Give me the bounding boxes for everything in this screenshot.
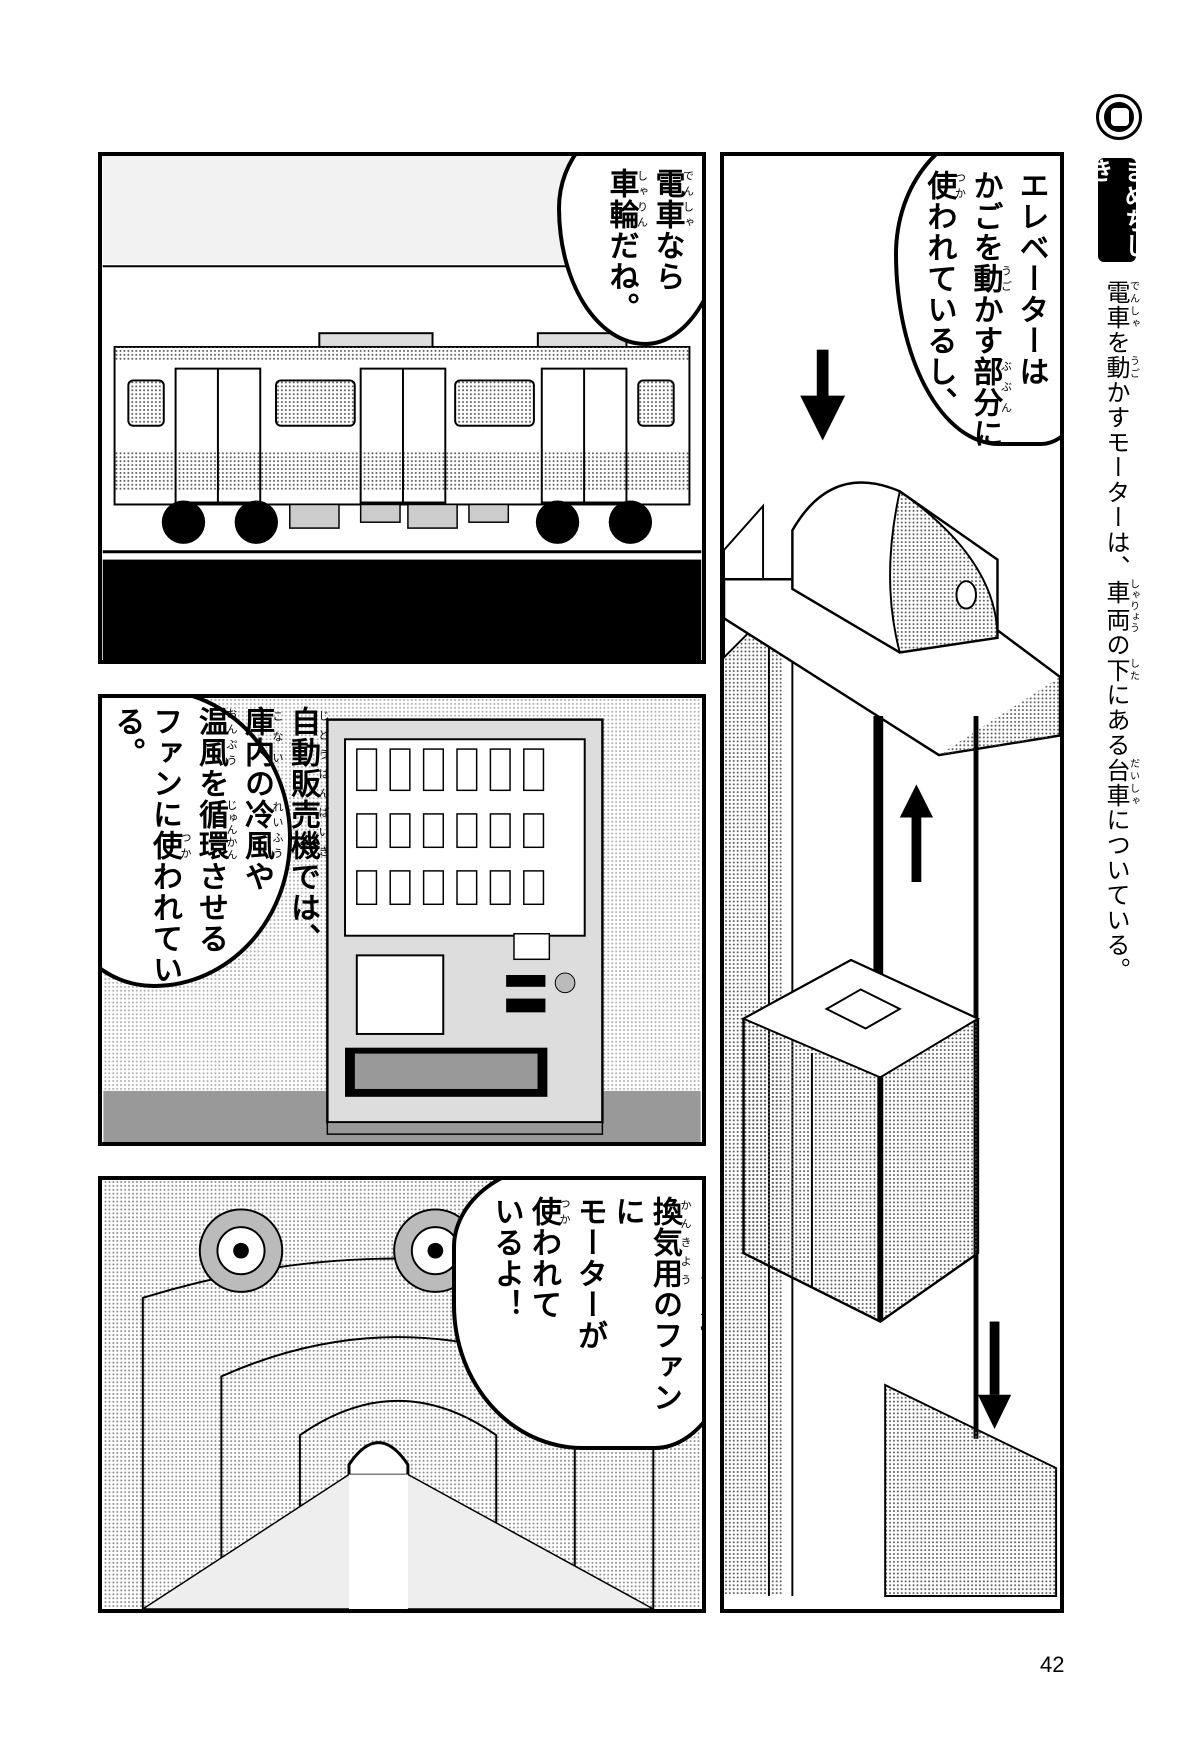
arrow-down-icon (977, 1321, 1012, 1429)
tunnel-bubble-text: トンネルでは、換気用かんきようのファンにモーターが使つかわれているよ！ (487, 1196, 706, 1426)
bubble-line: 庫内こないの冷風れいふうや (239, 706, 284, 892)
ventilation-fan-left (198, 1208, 284, 1293)
bubble-line: 温風おんぷうを循環じゅんかんさせる (193, 706, 238, 954)
bubble-line: モーターが (572, 1196, 607, 1351)
bubble-line: トンネルでは、 (693, 1196, 706, 1413)
bubble-line: ファンに使つかわれている。 (109, 706, 193, 985)
motor-icon (1096, 94, 1142, 140)
vending-bubble-text: 自動販売機じどうはんばいきでは、庫内こないの冷風れいふうや温風おんぷうを循環じゅ… (108, 706, 331, 986)
panel-elevator: エレベーターはかごを動うごかす部分ぶぶんに使つかわれているし、 (720, 152, 1064, 1613)
bubble-line: 電車でんしゃなら (649, 168, 695, 292)
speech-bubble-tunnel (452, 1180, 702, 1450)
arrow-down-icon (800, 349, 846, 441)
bubble-line: いるよ！ (488, 1196, 524, 1320)
sidebar-text: 電車でんしゃを動うごかすモーターは、車両しゃりょうの下したにある台車だいしゃにつ… (1102, 280, 1139, 983)
page-number: 42 (1040, 1652, 1065, 1677)
bubble-line: 換気用かんきようのファンに (609, 1196, 693, 1413)
bubble-line: 車輪しゃりんだね。 (603, 168, 649, 323)
bubble-line: 自動販売機じどうはんばいきでは、 (285, 706, 330, 954)
panel-train: 電車でんしゃなら車輪しゃりんだね。 (98, 152, 706, 664)
elevator-illustration (724, 349, 1060, 1597)
arrow-up-icon (899, 784, 934, 883)
bubble-line: 使つかわれて (526, 1196, 571, 1320)
bubble-line: かごを動うごかす部分ぶぶんに (967, 170, 1013, 449)
elevator-bubble-text: エレベーターはかごを動うごかす部分ぶぶんに使つかわれているし、 (920, 170, 1050, 450)
panel-vending-machine: 自動販売機じどうはんばいきでは、庫内こないの冷風れいふうや温風おんぷうを循環じゅ… (98, 694, 706, 1146)
bubble-line: エレベーターは (1013, 170, 1049, 387)
panel-tunnel: トンネルでは、換気用かんきようのファンにモーターが使つかわれているよ！ (98, 1176, 706, 1613)
mamechishiki-label: まめちしき (1085, 158, 1150, 262)
train-bubble-text: 電車でんしゃなら車輪しゃりんだね。 (602, 168, 695, 348)
bubble-line: 使つかわれているし、 (921, 170, 967, 418)
